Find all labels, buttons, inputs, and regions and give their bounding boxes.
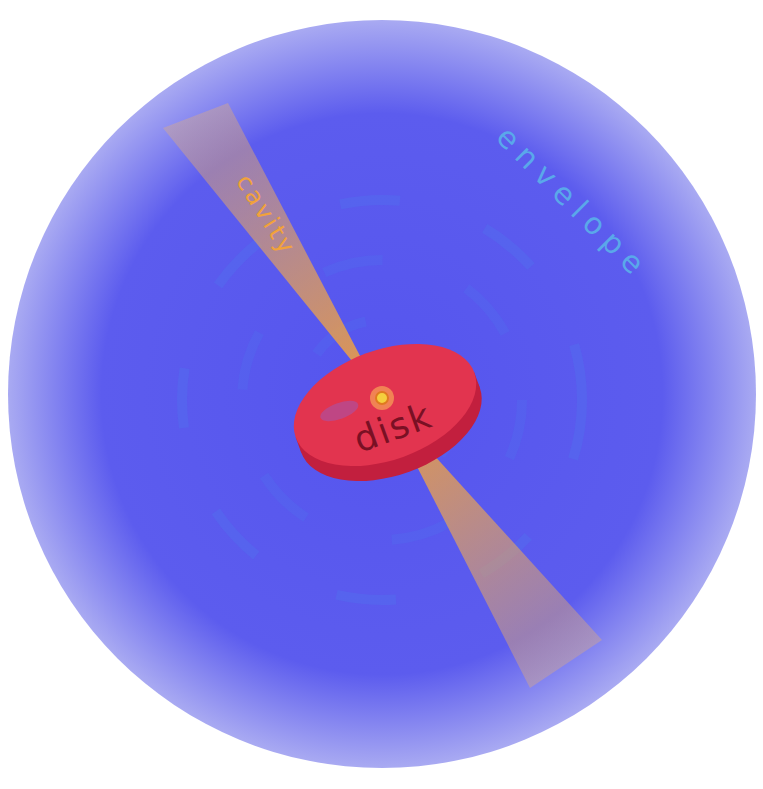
disk-shading <box>318 397 361 426</box>
star-glow <box>370 386 394 410</box>
accretion-disk-outline <box>275 320 495 500</box>
envelope-sphere: envelopecavitydisk <box>8 20 756 768</box>
envelope-ring <box>242 260 522 540</box>
cavity-cone <box>163 103 382 398</box>
envelope-ring <box>182 200 582 600</box>
protostar <box>376 392 388 404</box>
accretion-disk: disk <box>275 320 495 500</box>
disk-top <box>277 321 493 489</box>
envelope-circle <box>8 20 756 768</box>
